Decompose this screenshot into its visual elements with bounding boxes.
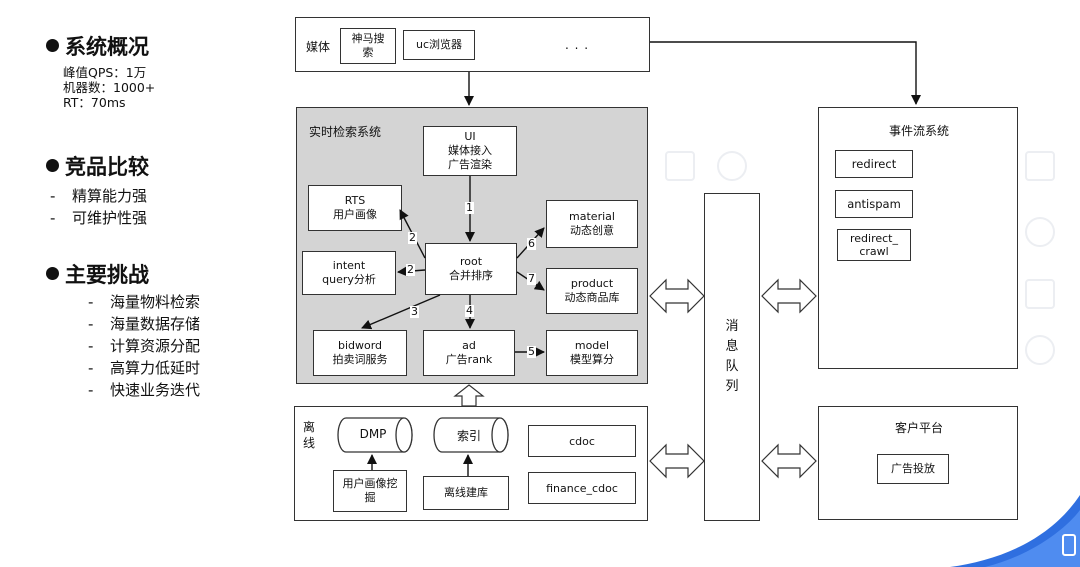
node-user-profile-mining: 用户画像挖掘 (333, 470, 407, 512)
double-arrow-mq-customer (761, 443, 817, 479)
node-cdoc: cdoc (528, 425, 636, 457)
challenge-item: -海量物料检索 (88, 293, 201, 311)
node-redirect: redirect (835, 150, 913, 178)
edge-label-4: 4 (465, 304, 474, 317)
challenge-item: -计算资源分配 (88, 337, 201, 355)
hollow-arrow-offline-up (453, 384, 485, 407)
edge-label-5: 5 (527, 345, 536, 358)
edge-label-6: 6 (527, 237, 536, 250)
comparison-item: -可维护性强 (50, 209, 148, 227)
customer-title: 客户平台 (894, 421, 943, 435)
section-title-challenges: 主要挑战 (46, 262, 149, 288)
stat-qps: 峰值QPS：1万 (63, 65, 147, 80)
dmp-cylinder (337, 417, 413, 453)
node-antispam: antispam (835, 190, 913, 218)
media-uc-browser: uc浏览器 (403, 30, 475, 60)
section-title-comparison: 竞品比较 (46, 154, 149, 180)
message-queue-label: 消息队列 (725, 319, 739, 394)
node-offline-build: 离线建库 (423, 476, 509, 510)
bullet-dot (46, 39, 59, 52)
comparison-item: -精算能力强 (50, 187, 148, 205)
edge-label-1: 1 (465, 201, 474, 214)
media-shenma: 神马搜索 (340, 28, 396, 64)
double-arrow-realtime-mq (649, 278, 705, 314)
edge-label-7: 7 (527, 272, 536, 285)
index-label: 索引 (456, 429, 481, 443)
corner-logo-icon (1062, 534, 1076, 556)
offline-title: 离线 (303, 420, 316, 450)
bullet-dot (46, 267, 59, 280)
edge-label-3: 3 (410, 305, 419, 318)
dmp-label: DMP (359, 427, 387, 441)
edge-label-2b: 2 (406, 263, 415, 276)
node-ad-delivery: 广告投放 (877, 454, 949, 484)
challenge-item: -快速业务迭代 (88, 381, 201, 399)
double-arrow-mq-event (761, 278, 817, 314)
message-queue: 消息队列 (704, 193, 760, 521)
challenge-item: -高算力低延时 (88, 359, 201, 377)
double-arrow-offline-mq (649, 443, 705, 479)
stat-machines: 机器数：1000+ (63, 80, 156, 95)
node-redirect-crawl: redirect_ crawl (837, 229, 911, 261)
index-cylinder (433, 417, 509, 453)
section-title-overview: 系统概况 (46, 34, 149, 60)
node-finance-cdoc: finance_cdoc (528, 472, 636, 504)
edge-media-event (650, 41, 921, 105)
edge-label-2a: 2 (408, 231, 417, 244)
event-title: 事件流系统 (888, 124, 949, 138)
bullet-dot (46, 159, 59, 172)
media-more: . . . (565, 38, 590, 52)
stat-rt: RT：70ms (63, 95, 126, 110)
realtime-title: 实时检索系统 (309, 125, 382, 139)
media-label: 媒体 (306, 40, 331, 54)
challenge-item: -海量数据存储 (88, 315, 201, 333)
edge-root-bidword (361, 294, 441, 330)
